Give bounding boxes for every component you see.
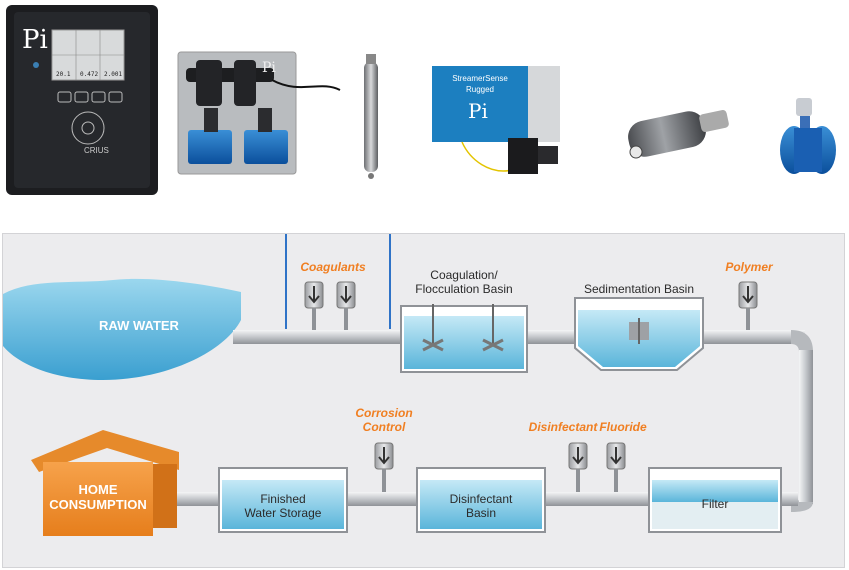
polymer-label: Polymer bbox=[725, 260, 773, 274]
coagulant-doser-2 bbox=[336, 281, 356, 330]
disinfectant-basin-tank bbox=[416, 467, 546, 533]
coagulation-basin-label-line2: Flocculation Basin bbox=[415, 282, 513, 296]
process-diagram-graphics bbox=[3, 234, 813, 536]
svg-text:StreamerSense: StreamerSense bbox=[452, 74, 508, 83]
svg-text:Pi: Pi bbox=[468, 99, 488, 123]
coagulation-flocculation-basin bbox=[400, 304, 528, 373]
flow-meter-product-image bbox=[780, 98, 836, 174]
svg-text:CRIUS: CRIUS bbox=[84, 146, 109, 155]
finished-water-storage-label-line2: Water Storage bbox=[244, 506, 322, 520]
fluoride-label: Fluoride bbox=[599, 420, 647, 434]
coagulation-basin-label-line1: Coagulation/ bbox=[430, 268, 498, 282]
svg-text:2.001: 2.001 bbox=[104, 71, 122, 78]
svg-text:0.472: 0.472 bbox=[80, 71, 98, 78]
turbidity-sensor-product-image bbox=[628, 110, 729, 159]
home-consumption-label-line2: CONSUMPTION bbox=[49, 497, 147, 512]
disinfectant-basin-label-line2: Basin bbox=[465, 506, 497, 520]
home-consumption-label-line1: HOME bbox=[78, 482, 118, 497]
controller-logo: Pi bbox=[22, 25, 48, 55]
svg-text:20.1: 20.1 bbox=[56, 71, 71, 78]
raw-water-label: RAW WATER bbox=[99, 318, 179, 333]
monitoring-panel-product-image: Pi bbox=[177, 51, 341, 175]
sedimentation-basin-label: Sedimentation Basin bbox=[583, 282, 695, 296]
coagulants-label: Coagulants bbox=[300, 260, 366, 274]
filter-tank bbox=[648, 467, 782, 533]
finished-water-storage-label-line1: Finished bbox=[260, 492, 306, 506]
corrosion-control-doser bbox=[374, 442, 394, 492]
finished-water-storage-tank bbox=[218, 467, 348, 533]
svg-text:Rugged: Rugged bbox=[466, 85, 494, 94]
filter-label: Filter bbox=[701, 497, 729, 511]
polymer-doser bbox=[738, 281, 758, 330]
coagulant-doser-1 bbox=[304, 281, 324, 330]
sensor-probe-product-image bbox=[364, 54, 378, 179]
raw-water-body bbox=[3, 278, 241, 380]
disinfectant-chemical-label: Disinfectant bbox=[528, 420, 598, 434]
corrosion-control-label-line1: Corrosion bbox=[355, 406, 413, 420]
fluoride-doser bbox=[606, 442, 626, 492]
disinfectant-doser bbox=[568, 442, 588, 492]
svg-text:Pi: Pi bbox=[262, 60, 276, 76]
water-treatment-process-diagram: RAW WATER Coagulants Coagulation/ Floccu… bbox=[2, 233, 845, 568]
streamersense-product-image: StreamerSense Rugged Pi bbox=[432, 66, 560, 174]
controller-product-image: Pi 20.1 0.472 2.001 CRIUS bbox=[6, 5, 158, 195]
pipe-right-vertical bbox=[799, 350, 813, 504]
corrosion-control-label-line2: Control bbox=[362, 420, 406, 434]
sedimentation-basin bbox=[574, 297, 704, 371]
disinfectant-basin-label-line1: Disinfectant bbox=[449, 492, 513, 506]
product-images-row: Pi 20.1 0.472 2.001 CRIUS Pi bbox=[6, 5, 836, 195]
home-building bbox=[31, 430, 179, 536]
